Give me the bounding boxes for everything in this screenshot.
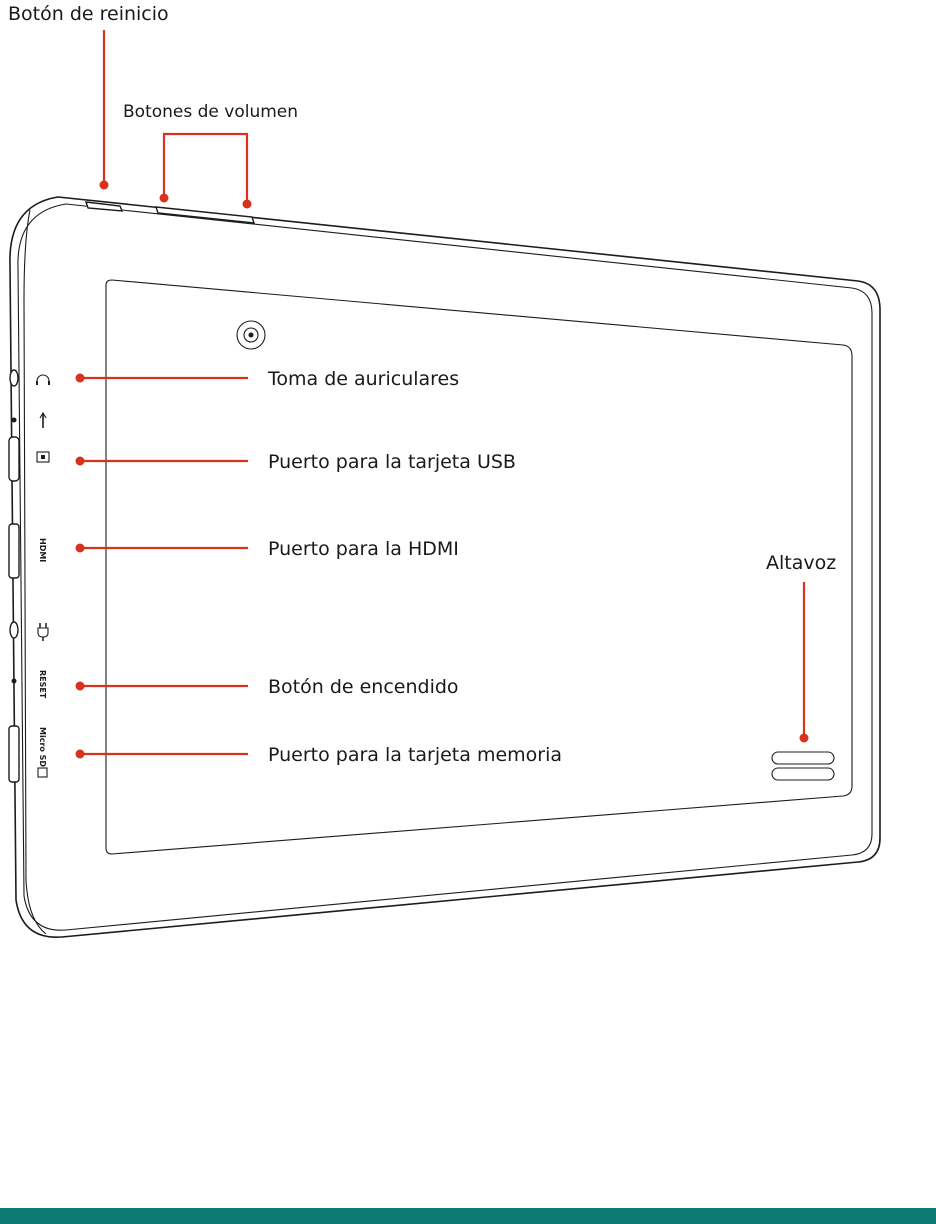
headphone-callout [76, 374, 249, 383]
memory-callout [76, 750, 249, 759]
memory-label: Puerto para la tarjeta memoria [268, 744, 562, 766]
hdmi-label: Puerto para la HDMI [268, 538, 459, 560]
reset-callout [100, 30, 109, 190]
speaker-grille [772, 752, 834, 780]
tablet-screen [106, 280, 852, 854]
microsd-slot [9, 726, 19, 782]
hdmi-mark: HDMI [38, 538, 47, 562]
volume-callout [160, 134, 252, 209]
reset-pinhole [12, 679, 17, 684]
usb-port [9, 437, 19, 481]
speaker-callout [800, 582, 809, 743]
footer-bar [0, 1208, 936, 1224]
volume-label: Botones de volumen [123, 102, 298, 122]
mic-icon [40, 413, 46, 428]
headphone-label: Toma de auriculares [267, 368, 459, 390]
usb-callout [76, 457, 249, 466]
reset-mark: RESET [38, 670, 47, 699]
reset-label: Botón de reinicio [8, 3, 169, 25]
usb-icon [37, 452, 49, 462]
power-label: Botón de encendido [268, 676, 459, 698]
microsd-mark: Micro SD [38, 727, 47, 767]
camera-icon [237, 321, 265, 349]
hdmi-callout [76, 544, 249, 553]
volume-buttons-hardware [156, 207, 254, 223]
power-callout [76, 682, 249, 691]
power-plug-icon [38, 623, 48, 641]
microsd-icon [38, 768, 47, 777]
speaker-label: Altavoz [766, 552, 836, 574]
mic-hole [12, 418, 17, 423]
power-jack [10, 622, 18, 638]
headphone-jack [10, 370, 18, 386]
tablet-body [10, 197, 880, 937]
hdmi-port [9, 524, 19, 578]
headphone-icon [37, 375, 49, 385]
usb-label: Puerto para la tarjeta USB [268, 451, 516, 473]
